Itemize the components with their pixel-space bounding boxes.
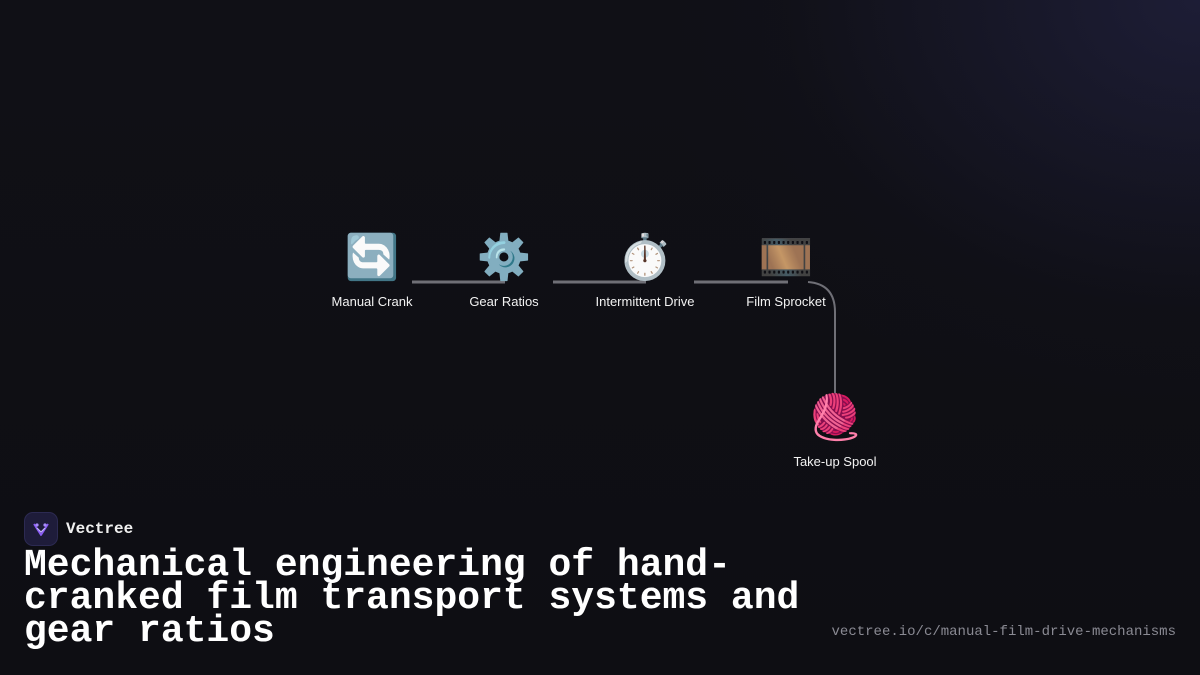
brand-name: Vectree bbox=[66, 520, 134, 538]
source-url[interactable]: vectree.io/c/manual-film-drive-mechanism… bbox=[831, 624, 1176, 640]
connector-sprocket-to-spool bbox=[807, 281, 836, 398]
page-title: Mechanical engineering of hand-cranked f… bbox=[24, 544, 800, 653]
vectree-logo-icon bbox=[24, 512, 58, 546]
film-frames-icon: 🎞️ bbox=[758, 232, 814, 283]
node-manual-crank[interactable]: 🔄 Manual Crank bbox=[302, 232, 442, 309]
gear-icon: ⚙️ bbox=[476, 232, 532, 283]
node-label: Gear Ratios bbox=[469, 294, 539, 309]
node-gear-ratios[interactable]: ⚙️ Gear Ratios bbox=[434, 232, 574, 309]
brand[interactable]: Vectree bbox=[24, 512, 133, 546]
node-film-sprocket[interactable]: 🎞️ Film Sprocket bbox=[716, 232, 856, 309]
yarn-ball-icon: 🧶 bbox=[807, 392, 863, 443]
stopwatch-icon: ⏱️ bbox=[617, 232, 673, 283]
node-take-up-spool[interactable]: 🧶 Take-up Spool bbox=[765, 392, 905, 469]
node-label: Film Sprocket bbox=[746, 294, 826, 309]
node-label: Take-up Spool bbox=[793, 454, 877, 469]
counterclockwise-arrows-icon: 🔄 bbox=[344, 232, 400, 283]
node-label: Intermittent Drive bbox=[595, 294, 695, 309]
node-intermittent-drive[interactable]: ⏱️ Intermittent Drive bbox=[575, 232, 715, 309]
node-label: Manual Crank bbox=[331, 294, 413, 309]
